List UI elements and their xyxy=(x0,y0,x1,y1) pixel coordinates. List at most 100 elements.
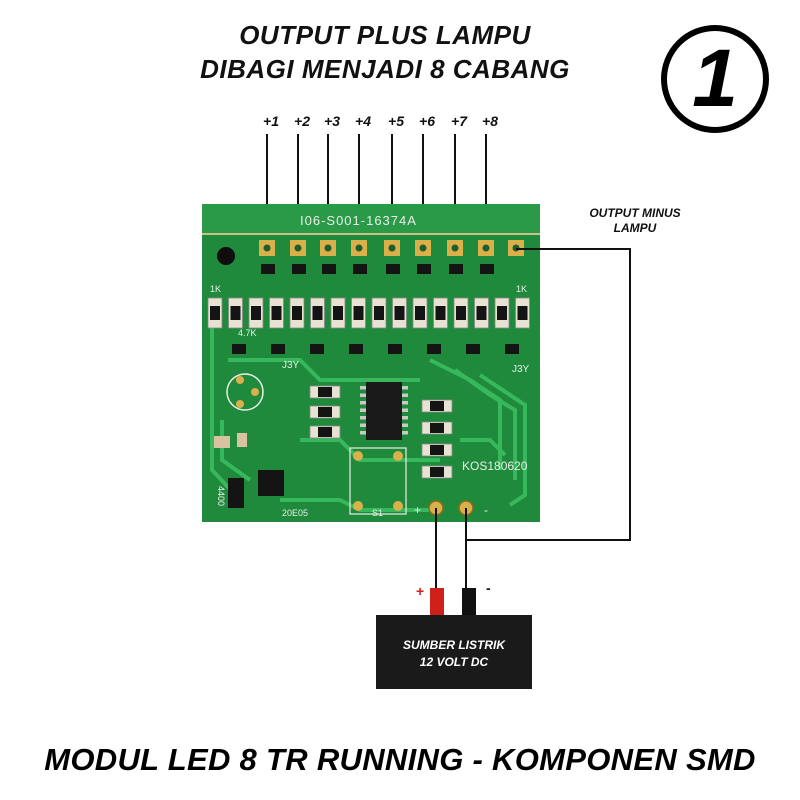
pcb-part-number: I06-S001-16374A xyxy=(300,213,417,228)
battery-terminal-negative xyxy=(462,588,476,616)
smd-transistor-bottom-2 xyxy=(271,344,285,354)
ic-pin-left-5 xyxy=(360,416,366,420)
header-title-line1: OUTPUT PLUS LAMPU xyxy=(239,20,531,50)
output-label-7: +7 xyxy=(451,113,468,129)
smd-resistor-body-3 xyxy=(251,306,261,320)
smd-transistor-bottom-5 xyxy=(388,344,402,354)
regulator-component xyxy=(258,470,284,496)
minus-output-label-line2: LAMPU xyxy=(613,221,657,235)
mounting-hole xyxy=(217,247,235,265)
resistor-left-body-2 xyxy=(318,407,332,417)
smd-transistor-bottom-8 xyxy=(505,344,519,354)
battery-terminal-positive xyxy=(430,588,444,616)
output-label-8: +8 xyxy=(482,113,498,129)
resistor-row xyxy=(207,297,530,329)
ic-pin-right-7 xyxy=(402,431,408,435)
power-source: + - SUMBER LISTRIK 12 VOLT DC xyxy=(376,580,532,689)
ic-pin-right-1 xyxy=(402,386,408,390)
smd-resistor-body-5 xyxy=(292,306,302,320)
pcb-module: I06-S001-16374A 1K 1K 4.7K J3Y J3Y xyxy=(202,204,540,522)
ic-pin-left-1 xyxy=(360,386,366,390)
smd-transistor-top-2 xyxy=(292,264,306,274)
output-label-4: +4 xyxy=(355,113,371,129)
transistor-row-bottom xyxy=(232,344,519,354)
smd-resistor-body-4 xyxy=(271,306,282,320)
smd-transistor-top-5 xyxy=(386,264,400,274)
header-title-line2: DIBAGI MENJADI 8 CABANG xyxy=(200,54,570,84)
step-number-badge: 1 xyxy=(661,25,769,133)
smd-resistor-body-2 xyxy=(230,306,241,320)
resistor-right-body-1 xyxy=(430,401,444,411)
switch-pad-1 xyxy=(353,501,363,511)
ic-pin-left-7 xyxy=(360,431,366,435)
resistor-column-right xyxy=(421,399,453,479)
smd-transistor-bottom-1 xyxy=(232,344,246,354)
output-labels: +1+2+3+4+5+6+7+8 xyxy=(263,113,498,129)
transistor-pad-c xyxy=(236,400,244,408)
ic-label: 20E05 xyxy=(282,508,308,518)
diode-label: 4400 xyxy=(216,486,226,506)
capacitor-component xyxy=(214,436,230,448)
smd-transistor-top-1 xyxy=(261,264,275,274)
resistor-column-left xyxy=(309,385,341,439)
switch-pad-4 xyxy=(393,451,403,461)
battery-label-line1: SUMBER LISTRIK xyxy=(403,638,506,652)
ic-pin-right-4 xyxy=(402,408,408,412)
smd-resistor-body-15 xyxy=(497,306,507,320)
output-pad-hole-3 xyxy=(324,244,332,252)
smd-resistor-body-16 xyxy=(517,306,528,320)
ic-pin-right-5 xyxy=(402,416,408,420)
smd-resistor-body-12 xyxy=(435,306,446,320)
smd-resistor-body-6 xyxy=(312,306,323,320)
ic-pin-left-3 xyxy=(360,401,366,405)
ic-pin-left-2 xyxy=(360,393,366,397)
smd-transistor-top-3 xyxy=(322,264,336,274)
transistor-label-j3y-1: J3Y xyxy=(282,360,300,371)
resistor-right-body-2 xyxy=(430,423,444,433)
pcb-plus-mark: + xyxy=(414,503,421,517)
battery-body xyxy=(376,615,532,689)
resistor-label-4.7k: 4.7K xyxy=(238,328,257,338)
transistor-pad-b xyxy=(251,388,259,396)
ic-pin-left-6 xyxy=(360,423,366,427)
output-pad-hole-5 xyxy=(388,244,396,252)
resistor-left-body-1 xyxy=(318,387,332,397)
pcb-top-strip xyxy=(202,204,540,234)
diode-component xyxy=(228,478,244,508)
output-label-1: +1 xyxy=(263,113,279,129)
ic-pins xyxy=(360,386,408,435)
smd-resistor-body-13 xyxy=(456,306,466,320)
battery-label-line2: 12 VOLT DC xyxy=(420,655,489,669)
pcb-minus-mark: - xyxy=(484,503,488,517)
smd-transistor-top-4 xyxy=(353,264,367,274)
pcb-serial: KOS180620 xyxy=(462,459,528,473)
smd-resistor-body-10 xyxy=(394,306,405,320)
switch-outline xyxy=(349,447,407,515)
switch-pad-2 xyxy=(393,501,403,511)
transistor-pad-a xyxy=(236,376,244,384)
switch-pad-3 xyxy=(353,451,363,461)
output-label-3: +3 xyxy=(324,113,340,129)
output-pad-hole-6 xyxy=(419,244,427,252)
output-pad-hole-7 xyxy=(451,244,459,252)
smd-resistor-body-11 xyxy=(415,306,425,320)
smd-transistor-bottom-4 xyxy=(349,344,363,354)
smd-transistor-top-6 xyxy=(417,264,431,274)
transistor-outline xyxy=(226,373,264,411)
resistor-label-1k-left: 1K xyxy=(210,284,221,294)
capacitor-component-2 xyxy=(237,433,247,447)
smd-transistor-bottom-6 xyxy=(427,344,441,354)
smd-resistor-body-9 xyxy=(374,306,384,320)
transistor-label-j3y-2: J3Y xyxy=(512,364,530,375)
ic-pin-right-2 xyxy=(402,393,408,397)
smd-resistor-body-14 xyxy=(476,306,487,320)
smd-resistor-body-1 xyxy=(210,306,220,320)
minus-output-label: OUTPUT MINUS LAMPU xyxy=(570,206,700,236)
output-pad-hole-2 xyxy=(294,244,302,252)
smd-resistor-body-7 xyxy=(333,306,343,320)
minus-output-label-line1: OUTPUT MINUS xyxy=(589,206,681,220)
battery-minus-mark: - xyxy=(486,580,491,596)
output-label-5: +5 xyxy=(388,113,404,129)
switch-label: S1 xyxy=(372,508,383,518)
